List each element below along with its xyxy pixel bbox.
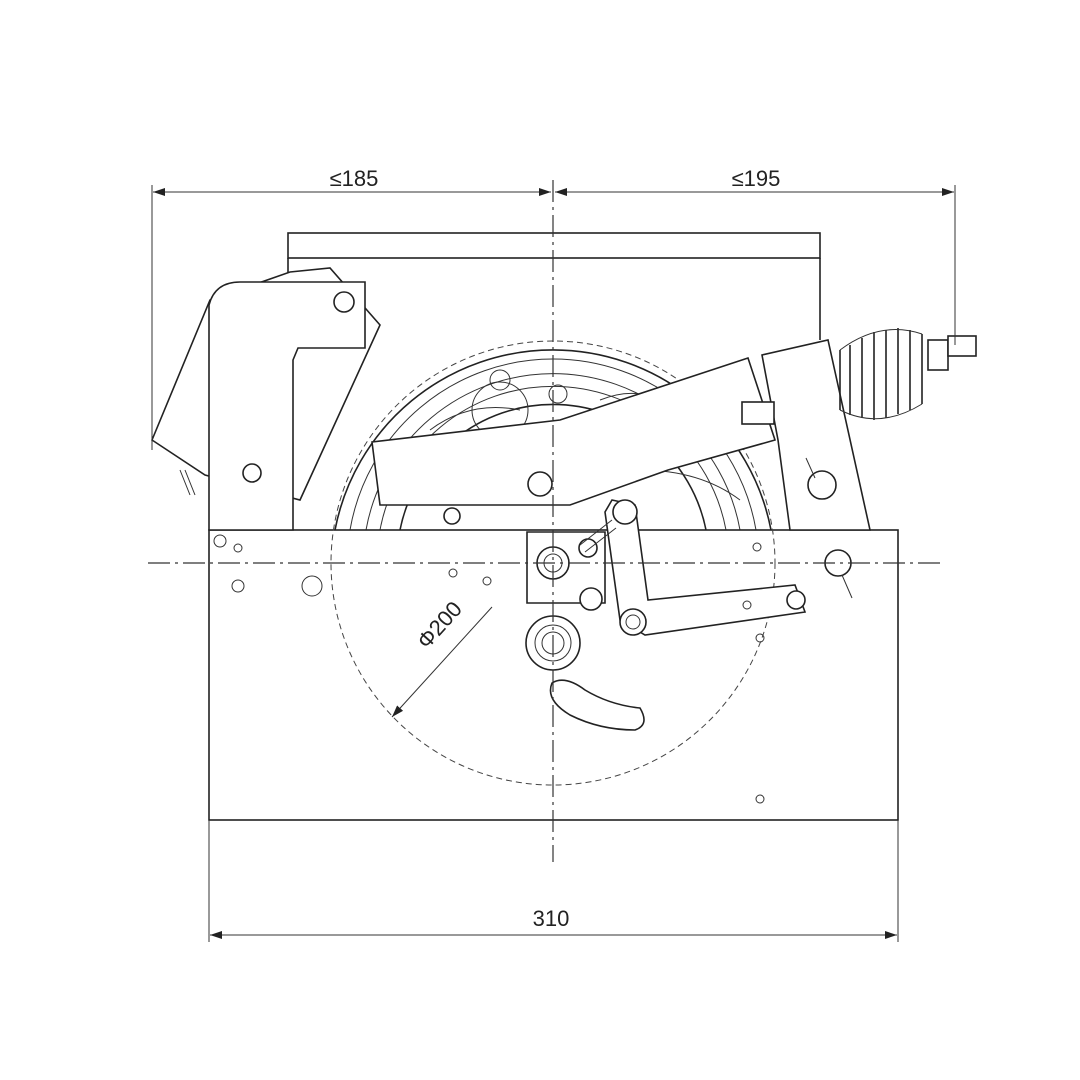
dimension-left-top: ≤185	[330, 166, 379, 191]
link-arm	[579, 499, 807, 636]
dimension-bottom-width: 310	[533, 906, 570, 931]
left-brake-arm	[151, 267, 381, 531]
brake-lever	[371, 356, 777, 525]
dimension-lines	[151, 185, 956, 942]
spring-assembly	[741, 328, 977, 599]
dimension-right-top: ≤195	[732, 166, 781, 191]
